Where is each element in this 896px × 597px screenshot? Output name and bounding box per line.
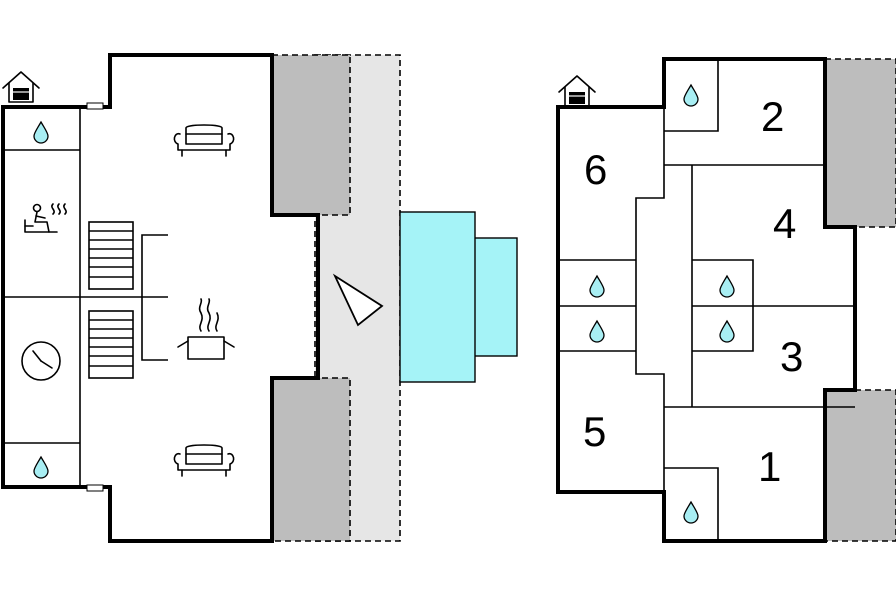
- terrace-top: [271, 54, 351, 216]
- house-entrance-icon: [2, 71, 40, 103]
- room-number-2: 2: [761, 93, 784, 140]
- water-drop-icon: [33, 456, 49, 479]
- house-entrance-icon: [558, 75, 596, 107]
- clock-icon: [21, 341, 61, 381]
- water-drop-icon: [683, 501, 699, 524]
- terrace-bottom-right: [824, 389, 896, 542]
- stairs-icon: [88, 221, 134, 379]
- sofa-icon: [173, 124, 235, 157]
- sauna-icon: [24, 203, 67, 233]
- room-number-6: 6: [584, 146, 607, 193]
- upper-floor-plan: 1 2 3 4 5 6: [556, 57, 896, 543]
- cooking-pot-icon: [177, 298, 235, 360]
- water-drop-icon: [589, 320, 605, 343]
- water-drop-icon: [719, 320, 735, 343]
- water-drop-icon: [589, 275, 605, 298]
- terrace-top-right: [824, 58, 896, 228]
- water-drop-icon: [683, 84, 699, 107]
- terrace-bottom: [271, 377, 351, 542]
- pool: [399, 211, 476, 383]
- compass-arrow-icon: [332, 273, 384, 327]
- room-number-4: 4: [773, 200, 796, 247]
- water-drop-icon: [719, 275, 735, 298]
- ground-floor-plan: [1, 53, 518, 543]
- room-number-1: 1: [758, 443, 781, 490]
- water-drop-icon: [33, 121, 49, 144]
- pool-step: [473, 237, 518, 357]
- room-number-3: 3: [780, 333, 803, 380]
- sofa-icon: [173, 444, 235, 477]
- room-number-5: 5: [583, 408, 606, 455]
- ground-floor-outer-wall: [1, 53, 320, 543]
